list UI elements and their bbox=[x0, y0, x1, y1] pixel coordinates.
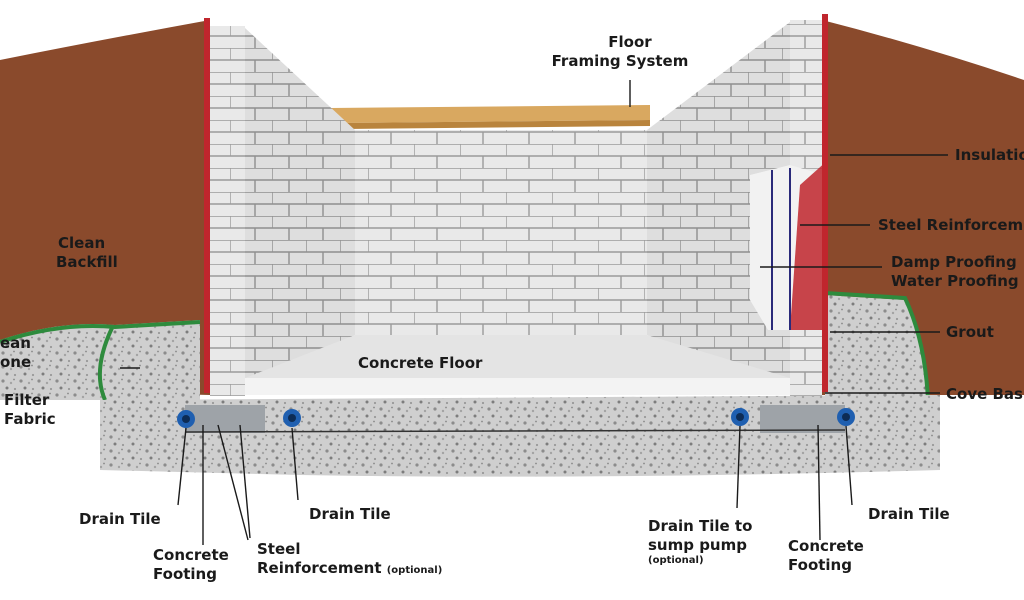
label-optional-2: (optional) bbox=[648, 554, 704, 566]
left-wall bbox=[245, 28, 355, 390]
gravel-right bbox=[825, 295, 930, 400]
soil-left bbox=[0, 20, 210, 395]
label-filter-fabric: Filter Fabric bbox=[4, 391, 56, 429]
label-floor-framing: Floor Framing System bbox=[552, 33, 690, 71]
label-steel-reinforcement-bottom: Steel Reinforcement (optional) bbox=[257, 540, 442, 578]
concrete-floor bbox=[245, 335, 790, 378]
back-wall bbox=[355, 130, 647, 335]
floor-joist bbox=[330, 105, 650, 123]
membrane-right bbox=[822, 14, 828, 392]
label-drain-tile-sump: Drain Tile to sump pump (optional) bbox=[648, 517, 752, 567]
label-steel-reinforcement-right: Steel Reinforcem bbox=[878, 216, 1024, 234]
label-floor-framing-line1: Floor bbox=[608, 33, 652, 51]
label-damp-proofing: Damp Proofing Water Proofing bbox=[891, 253, 1019, 291]
label-steel-reinforcement-bottom-line2: Reinforcement bbox=[257, 558, 382, 577]
label-clean-stone-line1: ean bbox=[0, 334, 31, 352]
label-filter-fabric-line2: Fabric bbox=[4, 409, 56, 428]
label-concrete-footing-left: Concrete Footing bbox=[153, 546, 229, 584]
label-filter-fabric-line1: Filter bbox=[4, 391, 50, 409]
leader-lines bbox=[120, 80, 948, 545]
filter-fabric-left bbox=[0, 320, 201, 344]
label-damp-proofing-line: Damp Proofing bbox=[891, 253, 1017, 271]
label-concrete-floor: Concrete Floor bbox=[358, 354, 483, 372]
label-drain-tile-right: Drain Tile bbox=[868, 505, 950, 523]
label-clean-backfill: Clean Backfill bbox=[56, 234, 118, 272]
label-clean-stone: ean one bbox=[0, 334, 31, 372]
label-concrete-footing-right-line1: Concrete bbox=[788, 537, 864, 555]
drain-tile-pipes bbox=[177, 408, 855, 428]
filter-fabric-right bbox=[824, 291, 930, 401]
label-drain-sump-line1: Drain Tile to bbox=[648, 517, 753, 535]
label-clean-backfill-line1: Clean bbox=[58, 234, 106, 252]
label-concrete-footing-right-line2: Footing bbox=[788, 555, 852, 574]
label-clean-backfill-line2: Backfill bbox=[56, 252, 118, 271]
label-drain-tile-left: Drain Tile bbox=[79, 510, 161, 528]
label-optional-1: (optional) bbox=[386, 564, 443, 576]
label-steel-reinforcement-bottom-line1: Steel bbox=[257, 540, 301, 558]
gravel-base bbox=[100, 395, 940, 477]
footing-right bbox=[760, 405, 845, 433]
label-drain-tile-mid: Drain Tile bbox=[309, 505, 391, 523]
label-drain-sump-line2: sump pump bbox=[648, 535, 747, 554]
membrane-left bbox=[204, 18, 210, 393]
label-concrete-footing-right: Concrete Footing bbox=[788, 537, 864, 575]
label-grout: Grout bbox=[946, 323, 994, 341]
label-concrete-footing-left-line1: Concrete bbox=[153, 546, 229, 564]
label-clean-stone-line2: one bbox=[0, 352, 32, 371]
label-concrete-footing-left-line2: Footing bbox=[153, 564, 217, 583]
footing-left bbox=[185, 405, 265, 433]
label-insulation: Insulatio bbox=[955, 146, 1024, 164]
left-wall-front bbox=[210, 26, 245, 396]
label-water-proofing-line: Water Proofing bbox=[891, 271, 1019, 290]
label-floor-framing-line2: Framing System bbox=[551, 51, 689, 70]
label-cove-base: Cove Bas bbox=[946, 385, 1023, 403]
